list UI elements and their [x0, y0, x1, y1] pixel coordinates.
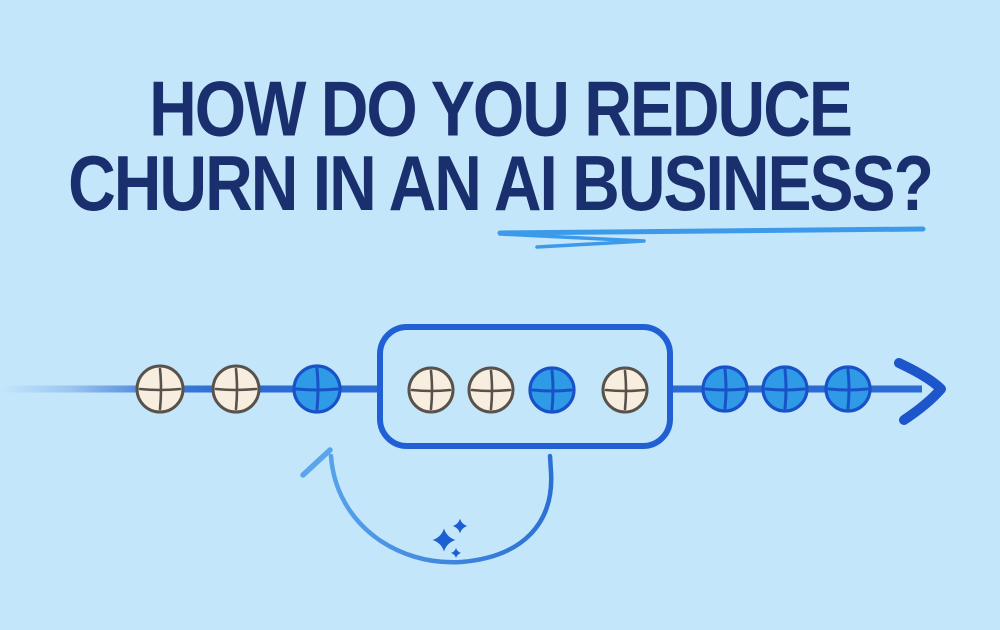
- coin-blue: [824, 365, 872, 413]
- coin-cream: [601, 366, 649, 414]
- underline-swoosh-zigzag: [498, 232, 646, 249]
- coin-blue: [292, 364, 342, 414]
- headline-line2: CHURN IN AN AI BUSINESS?: [68, 138, 934, 227]
- sparkles-icon: [432, 518, 468, 558]
- coin-blue: [528, 366, 576, 414]
- coin-cream: [135, 364, 185, 414]
- coin-group-after: [701, 365, 872, 413]
- coin-group-highlighted: [407, 366, 649, 414]
- loop-arrowhead-icon: [300, 447, 333, 478]
- coin-cream: [211, 364, 261, 414]
- underline-swoosh: [497, 226, 926, 236]
- coin-group-before: [135, 364, 342, 414]
- coin-blue: [701, 365, 749, 413]
- coin-blue: [761, 365, 809, 413]
- loop-arrow: [328, 453, 554, 565]
- headline-line1: HOW DO YOU REDUCE: [149, 64, 853, 153]
- timeline-arrowhead-icon: [894, 358, 946, 425]
- highlight-box: [377, 324, 673, 449]
- headline: HOW DO YOU REDUCE CHURN IN AN AI BUSINES…: [0, 64, 1000, 227]
- coin-cream: [407, 366, 455, 414]
- coin-cream: [467, 366, 515, 414]
